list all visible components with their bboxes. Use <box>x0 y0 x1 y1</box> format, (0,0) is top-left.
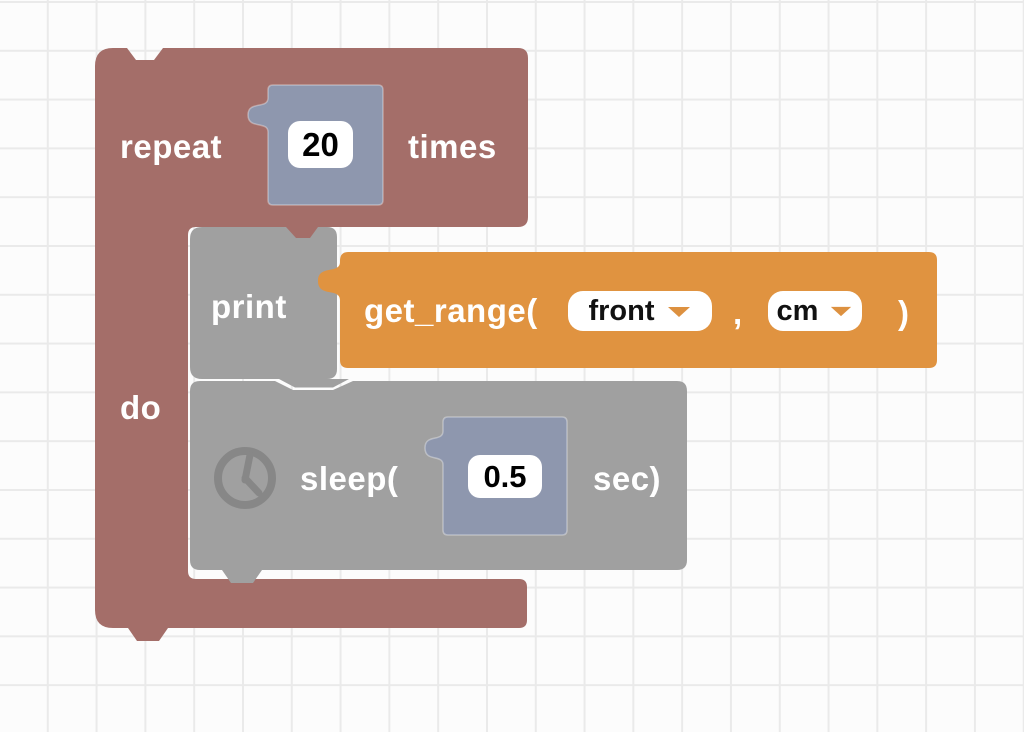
print-label: print <box>211 288 287 325</box>
repeat-block[interactable] <box>95 48 528 641</box>
times-label: times <box>408 128 497 165</box>
clock-icon <box>214 447 276 509</box>
do-label: do <box>120 389 162 426</box>
comma-label: , <box>733 294 743 331</box>
sensor-dropdown-value: front <box>588 294 655 327</box>
sec-label: sec) <box>593 460 662 497</box>
sensor-dropdown[interactable]: front <box>568 291 712 331</box>
close-paren-label: ) <box>898 294 910 331</box>
sleep-duration-field[interactable]: 0.5 <box>468 455 542 498</box>
repeat-label: repeat <box>120 128 223 165</box>
unit-dropdown-value: cm <box>776 294 819 327</box>
print-block[interactable] <box>190 227 349 388</box>
sleep-label: sleep( <box>300 460 399 497</box>
dropdown-arrow-icon <box>831 306 852 317</box>
unit-dropdown[interactable]: cm <box>768 291 862 331</box>
repeat-count-field[interactable]: 20 <box>288 121 353 168</box>
dropdown-arrow-icon <box>667 306 690 317</box>
get-range-label: get_range( <box>364 292 538 329</box>
